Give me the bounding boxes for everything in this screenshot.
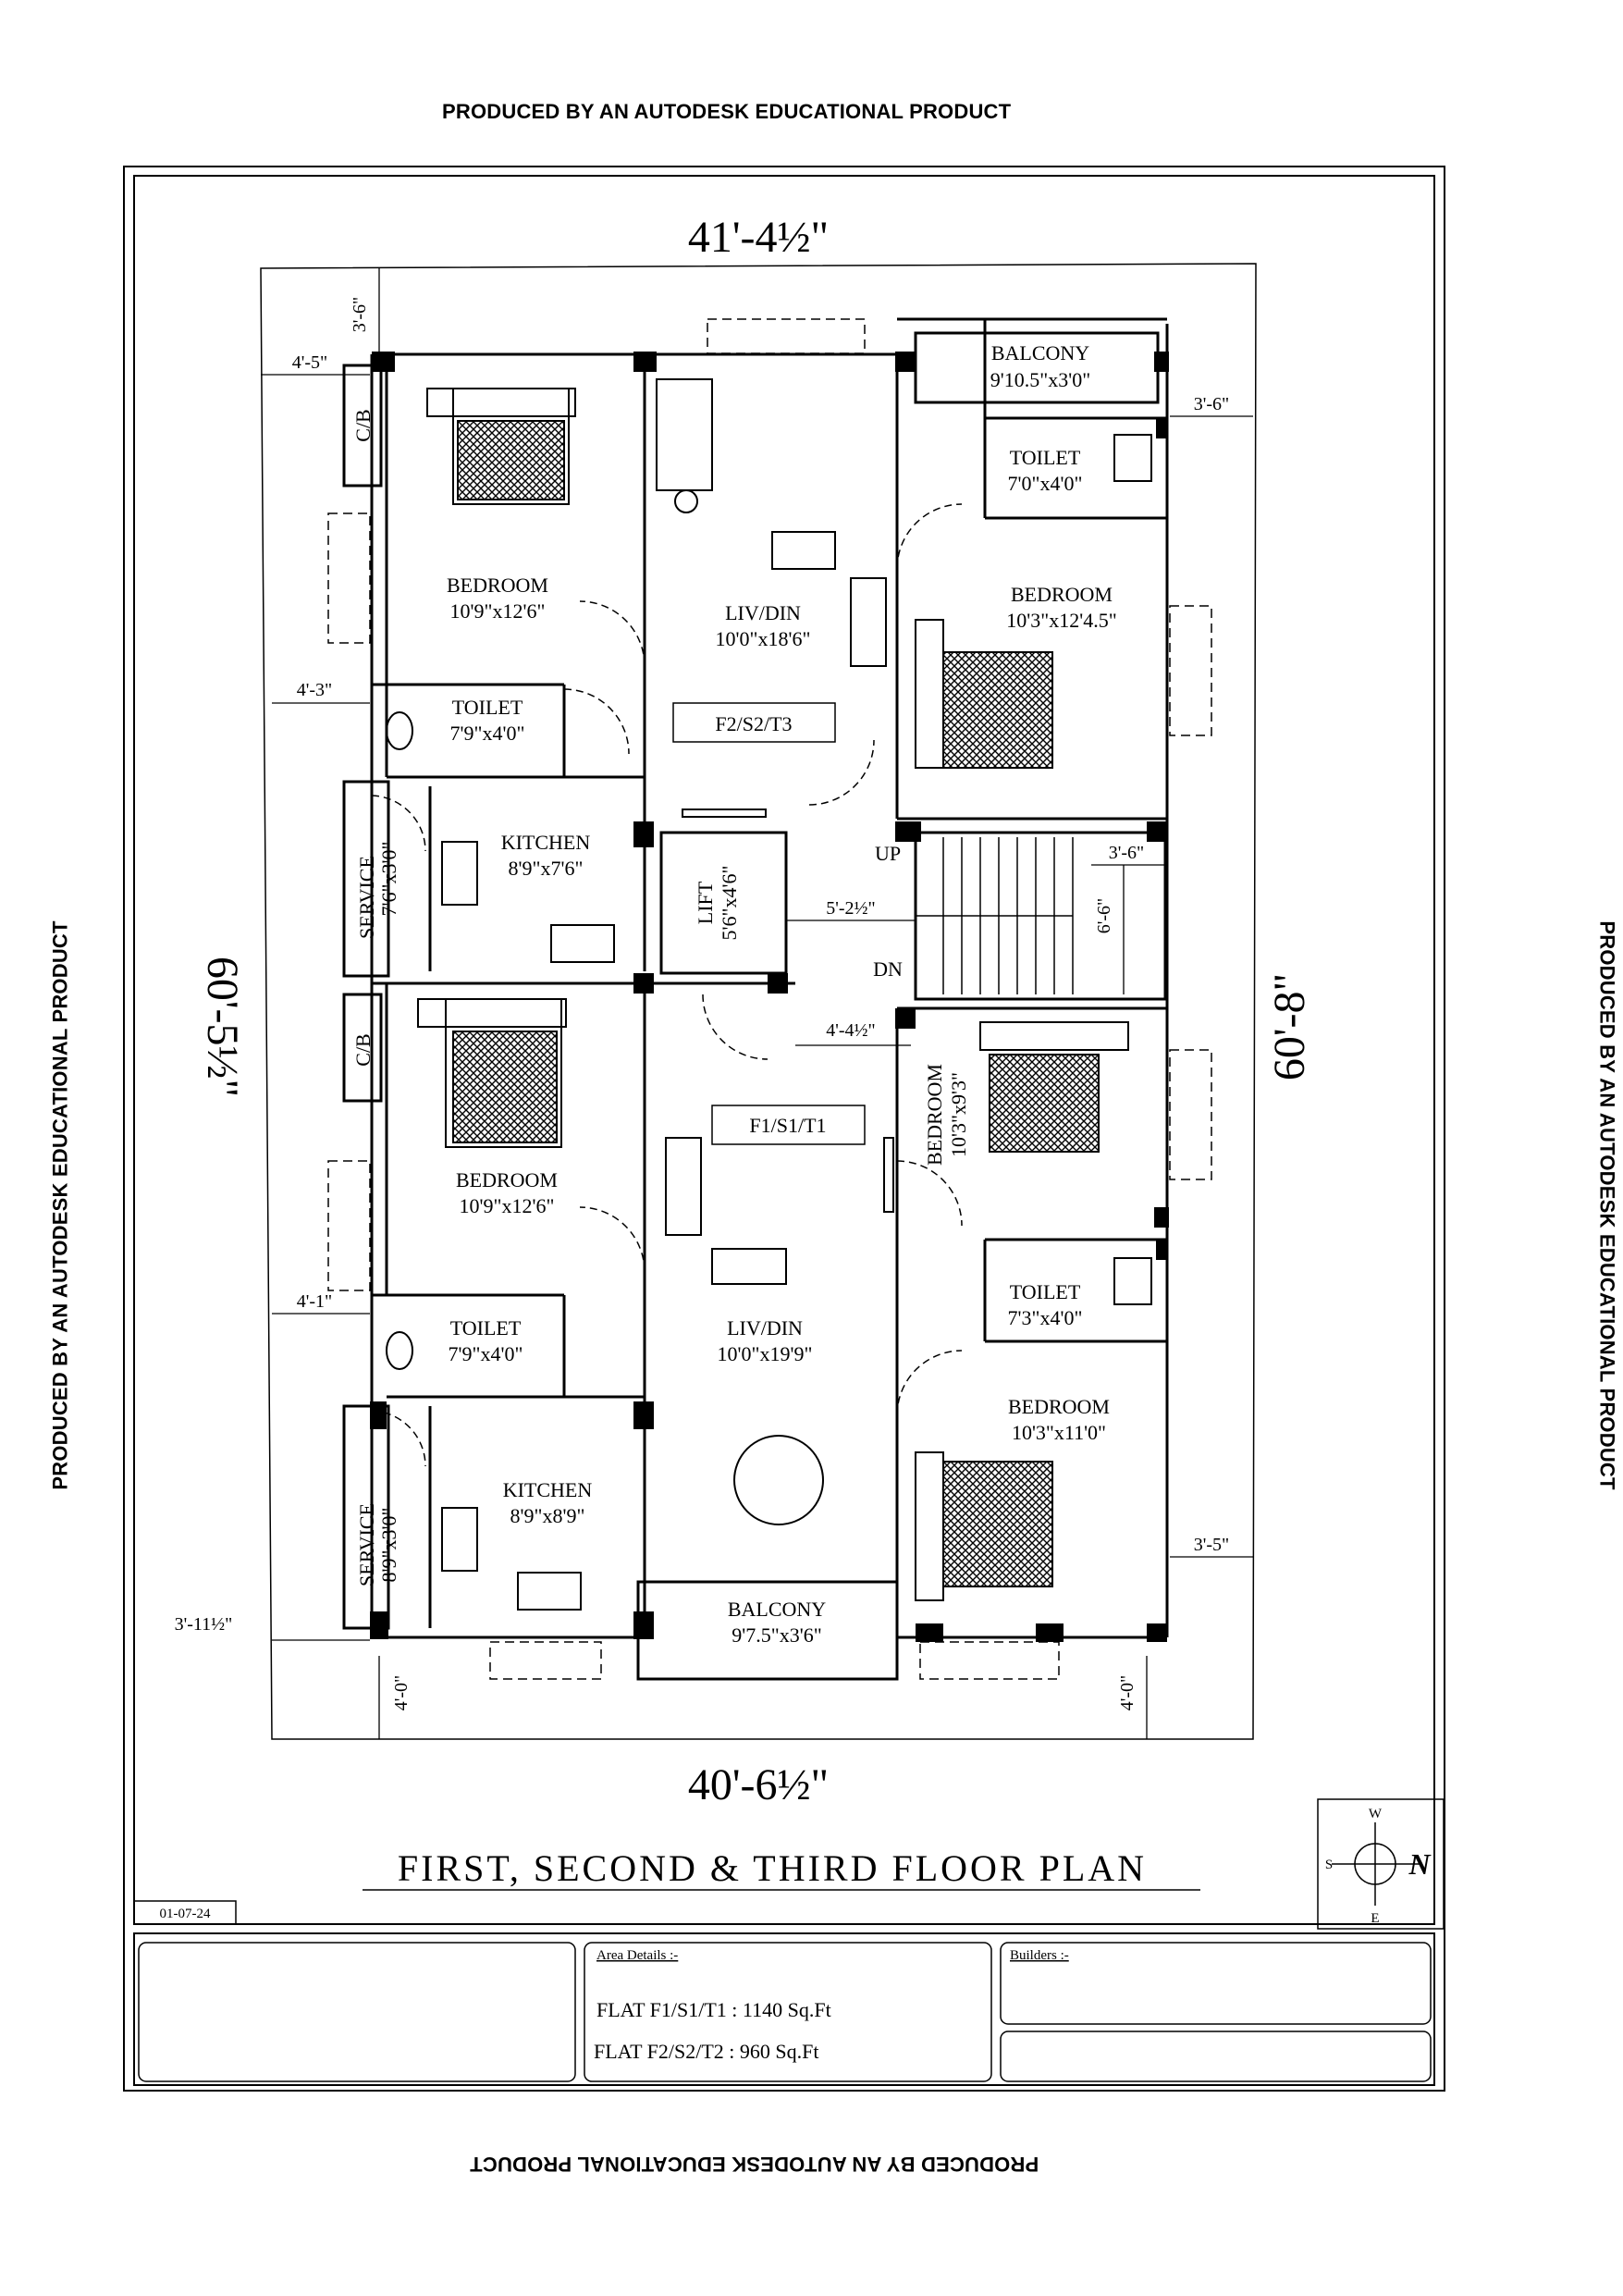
date-box xyxy=(133,1900,237,1925)
dim-left-mid1: 4'-3" xyxy=(297,680,332,700)
beds xyxy=(417,388,1129,1601)
kitchen-top-size: 8'9"x7'6" xyxy=(509,857,584,880)
balcony-bottom-label: BALCONY xyxy=(728,1598,826,1621)
watermark-top: PRODUCED BY AN AUTODESK EDUCATIONAL PROD… xyxy=(442,100,1012,123)
kitchen-bottom-size: 8'9"x8'9" xyxy=(510,1504,585,1527)
site-dim-top: 41'-4½" xyxy=(688,213,829,262)
toilet-tl-size: 7'9"x4'0" xyxy=(450,722,525,745)
compass-n: N xyxy=(1408,1847,1432,1881)
balcony-top-label: BALCONY xyxy=(991,341,1089,364)
bedroom-tl-size: 10'9"x12'6" xyxy=(450,599,546,623)
service-bottom-size: 8'9"x3'0" xyxy=(377,1508,400,1583)
builders-heading: Builders :- xyxy=(1010,1948,1069,1963)
toilet-tl-label: TOILET xyxy=(452,696,523,719)
dim-left-bottom: 3'-11½" xyxy=(175,1614,233,1635)
stair-treads xyxy=(916,837,1074,994)
date-label: 01-07-24 xyxy=(160,1907,211,1921)
bedroom-mr-size: 10'3"x9'3" xyxy=(947,1072,970,1157)
service-top-size: 7'6"x3'0" xyxy=(377,842,400,917)
toilet-ml-size: 7'9"x4'0" xyxy=(449,1342,523,1365)
dim-lobby-w2: 4'-4½" xyxy=(826,1020,875,1041)
area-line-2: FLAT F2/S2/T2 : 960 Sq.Ft xyxy=(594,2040,819,2063)
living-furniture xyxy=(656,378,894,1525)
wc-fixtures xyxy=(386,434,1152,1370)
cb-bottom-label: C/B xyxy=(351,1033,375,1066)
door-swings xyxy=(371,503,963,1467)
lift-size: 5'6"x4'6" xyxy=(718,866,741,941)
kitchen-top-label: KITCHEN xyxy=(501,831,591,854)
livdin-bottom-label: LIV/DIN xyxy=(727,1316,803,1339)
bedroom-br-size: 10'3"x11'0" xyxy=(1012,1421,1106,1444)
site-dim-bottom: 40'-6½" xyxy=(688,1760,829,1809)
dim-stair-h: 6'-6" xyxy=(1094,898,1114,933)
balcony-bottom-size: 9'7.5"x3'6" xyxy=(732,1623,821,1647)
bedroom-mr-label: BEDROOM xyxy=(923,1064,946,1166)
service-bottom-label: SERVICE xyxy=(355,1503,378,1586)
stairs-up-label: UP xyxy=(875,842,901,865)
compass-e: E xyxy=(1371,1911,1379,1926)
flat-bottom-box xyxy=(711,1105,866,1145)
bedroom-ml-size: 10'9"x12'6" xyxy=(460,1194,555,1217)
stairs-dn-label: DN xyxy=(873,957,903,981)
flat-top-box xyxy=(672,702,836,743)
dim-right-top: 3'-6" xyxy=(1194,394,1229,414)
dim-left-mid2: 4'-1" xyxy=(297,1291,332,1312)
dim-lobby-w: 5'-2½" xyxy=(826,898,875,919)
dim-bottom-left: 4'-0" xyxy=(391,1675,412,1710)
lift-label: LIFT xyxy=(694,881,717,924)
title-block xyxy=(138,1942,1432,2082)
livdin-bottom-size: 10'0"x19'9" xyxy=(718,1342,813,1365)
dim-bottom-right: 4'-0" xyxy=(1117,1675,1137,1710)
dim-right-bottom: 3'-5" xyxy=(1194,1535,1229,1555)
bedroom-br-label: BEDROOM xyxy=(1008,1395,1110,1418)
columns xyxy=(370,352,1169,1642)
sheet-border xyxy=(123,166,1445,2092)
dimension-lines xyxy=(261,268,1253,1739)
compass-w: W xyxy=(1369,1807,1383,1821)
compass-s: S xyxy=(1325,1858,1333,1872)
livdin-top-label: LIV/DIN xyxy=(725,601,801,624)
site-dim-right: 60'-8" xyxy=(1265,973,1314,1080)
service-top-label: SERVICE xyxy=(355,856,378,939)
balcony-top-size: 9'10.5"x3'0" xyxy=(990,368,1090,391)
flat-bottom-label: F1/S1/T1 xyxy=(749,1114,826,1137)
area-heading: Area Details :- xyxy=(596,1948,678,1963)
toilet-mr-label: TOILET xyxy=(1010,1280,1081,1303)
area-line-1: FLAT F1/S1/T1 : 1140 Sq.Ft xyxy=(596,1998,831,2021)
toilet-tr-label: TOILET xyxy=(1010,446,1081,469)
cb-top-label: C/B xyxy=(351,409,375,441)
livdin-top-size: 10'0"x18'6" xyxy=(716,627,811,650)
bedroom-tr-size: 10'3"x12'4.5" xyxy=(1006,609,1116,632)
site-boundary xyxy=(260,263,1257,1740)
dim-top-left-h: 4'-5" xyxy=(292,352,327,373)
bedroom-tr-label: BEDROOM xyxy=(1011,583,1113,606)
dim-top-left-v: 3'-6" xyxy=(350,297,370,332)
kitchen-bottom-label: KITCHEN xyxy=(503,1478,593,1501)
kitchen-fixtures xyxy=(441,841,615,1611)
bedroom-tl-label: BEDROOM xyxy=(447,574,548,597)
window-shades xyxy=(327,318,1212,1680)
toilet-mr-size: 7'3"x4'0" xyxy=(1008,1306,1083,1329)
toilet-ml-label: TOILET xyxy=(450,1316,522,1339)
compass-symbol: W S E N xyxy=(1317,1798,1445,1930)
building-walls xyxy=(342,317,1169,1681)
bedroom-ml-label: BEDROOM xyxy=(456,1168,558,1191)
site-dim-left: 60'-5½" xyxy=(198,957,247,1097)
toilet-tr-size: 7'0"x4'0" xyxy=(1008,472,1083,495)
dim-stair-w: 3'-6" xyxy=(1109,843,1144,863)
flat-top-label: F2/S2/T3 xyxy=(715,712,792,735)
drawing-title: FIRST, SECOND & THIRD FLOOR PLAN xyxy=(398,1847,1147,1889)
